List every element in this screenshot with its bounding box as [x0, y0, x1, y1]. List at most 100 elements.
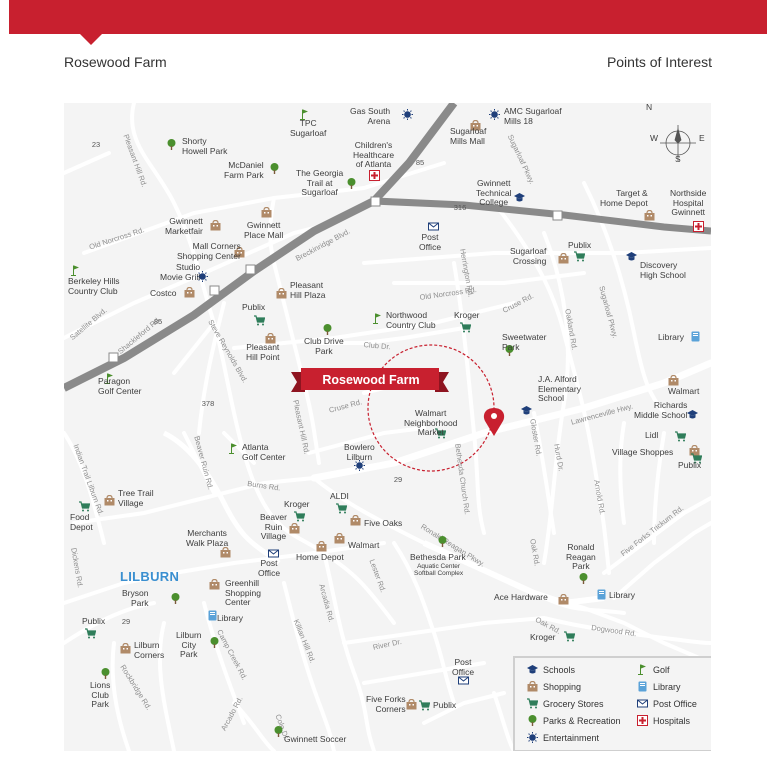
school-icon[interactable]: [687, 409, 698, 420]
park-icon[interactable]: [578, 573, 589, 584]
shopping-icon[interactable]: [558, 253, 569, 264]
poi-label: Target & Home Depot: [600, 188, 648, 208]
grocery-icon[interactable]: [254, 315, 265, 326]
entertainment-icon[interactable]: [489, 109, 500, 120]
grocery-icon[interactable]: [691, 453, 702, 464]
shopping-icon[interactable]: [334, 533, 345, 544]
shopping-icon[interactable]: [668, 375, 679, 386]
park-icon[interactable]: [170, 593, 181, 604]
grocery-icon[interactable]: [564, 631, 575, 642]
poi-label: Bryson Park: [122, 588, 149, 608]
shopping-icon[interactable]: [406, 699, 417, 710]
golf-icon[interactable]: [372, 313, 383, 324]
park-icon[interactable]: [273, 726, 284, 737]
park-icon[interactable]: [504, 345, 515, 356]
legend-item: Parks & Recreation: [527, 715, 621, 726]
park-icon[interactable]: [346, 178, 357, 189]
legend-item: Library: [637, 681, 681, 692]
shopping-icon[interactable]: [276, 288, 287, 299]
school-icon[interactable]: [626, 251, 637, 262]
shopping-icon[interactable]: [210, 220, 221, 231]
golf-icon[interactable]: [104, 373, 115, 384]
entertainment-icon[interactable]: [402, 109, 413, 120]
poi-label: Bethesda Park: [410, 552, 466, 562]
poi-label: Publix: [82, 616, 106, 626]
highway-shield: 316: [453, 203, 467, 212]
grocery-icon[interactable]: [85, 628, 96, 639]
poi-label: Atlanta Golf Center: [242, 442, 286, 462]
poi-label: Five Oaks: [364, 518, 403, 528]
shopping-icon[interactable]: [644, 210, 655, 221]
post-office-icon[interactable]: [428, 221, 439, 232]
shopping-icon[interactable]: [261, 207, 272, 218]
park-icon[interactable]: [209, 637, 220, 648]
library-icon[interactable]: [596, 589, 607, 600]
shopping-icon[interactable]: [350, 515, 361, 526]
poi-label: Sugarloaf Mills Mall: [450, 126, 487, 146]
highway-shield: 85: [415, 158, 425, 167]
poi-label: Post Office: [419, 232, 442, 252]
hospital-icon[interactable]: [369, 170, 380, 181]
poi-label: Publix: [433, 700, 457, 710]
post-office-icon[interactable]: [458, 675, 469, 686]
poi-label: Walmart: [348, 540, 380, 550]
library-icon[interactable]: [207, 610, 218, 621]
grocery-icon[interactable]: [294, 511, 305, 522]
shopping-icon[interactable]: [209, 579, 220, 590]
poi-label: Northwood Country Club: [386, 310, 436, 330]
park-icon[interactable]: [437, 536, 448, 547]
shopping-icon[interactable]: [104, 495, 115, 506]
poi-label: Library: [217, 613, 243, 623]
school-icon[interactable]: [514, 192, 525, 203]
golf-icon[interactable]: [299, 109, 310, 120]
poi-label: Gwinnett Technical College: [476, 178, 512, 207]
poi-label: Lilburn City Park: [176, 630, 202, 659]
shopping-icon[interactable]: [470, 120, 481, 131]
poi-label: Five Forks Corners: [366, 694, 406, 714]
rosewood-farm-label[interactable]: Rosewood Farm: [322, 373, 420, 387]
library-icon[interactable]: [690, 331, 701, 342]
park-icon[interactable]: [166, 139, 177, 150]
shopping-icon[interactable]: [689, 445, 700, 456]
poi-label: Food Depot: [70, 512, 93, 532]
entertainment-icon[interactable]: [354, 460, 365, 471]
top-banner: [9, 0, 767, 34]
golf-icon[interactable]: [228, 443, 239, 454]
grocery-icon[interactable]: [336, 503, 347, 514]
highway-shield: 29: [393, 475, 403, 484]
poi-label: The Georgia Trail at Sugarloaf: [296, 168, 344, 197]
shopping-icon[interactable]: [184, 287, 195, 298]
entertainment-icon[interactable]: [197, 271, 208, 282]
hospital-icon[interactable]: [693, 221, 704, 232]
shopping-icon[interactable]: [220, 547, 231, 558]
golf-icon[interactable]: [70, 265, 81, 276]
grocery-icon[interactable]: [435, 428, 446, 439]
park-icon[interactable]: [322, 324, 333, 335]
grocery-icon[interactable]: [675, 431, 686, 442]
shopping-icon[interactable]: [265, 333, 276, 344]
poi-label: Ace Hardware: [494, 592, 548, 602]
poi-label: Ronald Reagan Park: [566, 542, 596, 571]
legend-item: Shopping: [527, 681, 581, 692]
grocery-icon[interactable]: [419, 700, 430, 711]
park-icon: [527, 715, 538, 726]
poi-label: Lidl: [645, 430, 659, 440]
park-icon[interactable]: [100, 668, 111, 679]
post-office-icon[interactable]: [268, 548, 279, 559]
grocery-icon[interactable]: [79, 501, 90, 512]
poi-label: AMC Sugarloaf Mills 18: [504, 106, 562, 126]
park-icon[interactable]: [269, 163, 280, 174]
city-label-lilburn: LILBURN: [120, 569, 180, 584]
shopping-icon[interactable]: [316, 541, 327, 552]
shopping-icon[interactable]: [120, 643, 131, 654]
school-icon[interactable]: [521, 405, 532, 416]
highway-shield: 378: [201, 399, 215, 408]
shopping-icon[interactable]: [234, 247, 245, 258]
shopping-icon[interactable]: [558, 594, 569, 605]
poi-label: Merchants Walk Plaza: [186, 528, 229, 548]
shopping-icon[interactable]: [289, 523, 300, 534]
grocery-icon[interactable]: [460, 322, 471, 333]
grocery-icon[interactable]: [574, 251, 585, 262]
